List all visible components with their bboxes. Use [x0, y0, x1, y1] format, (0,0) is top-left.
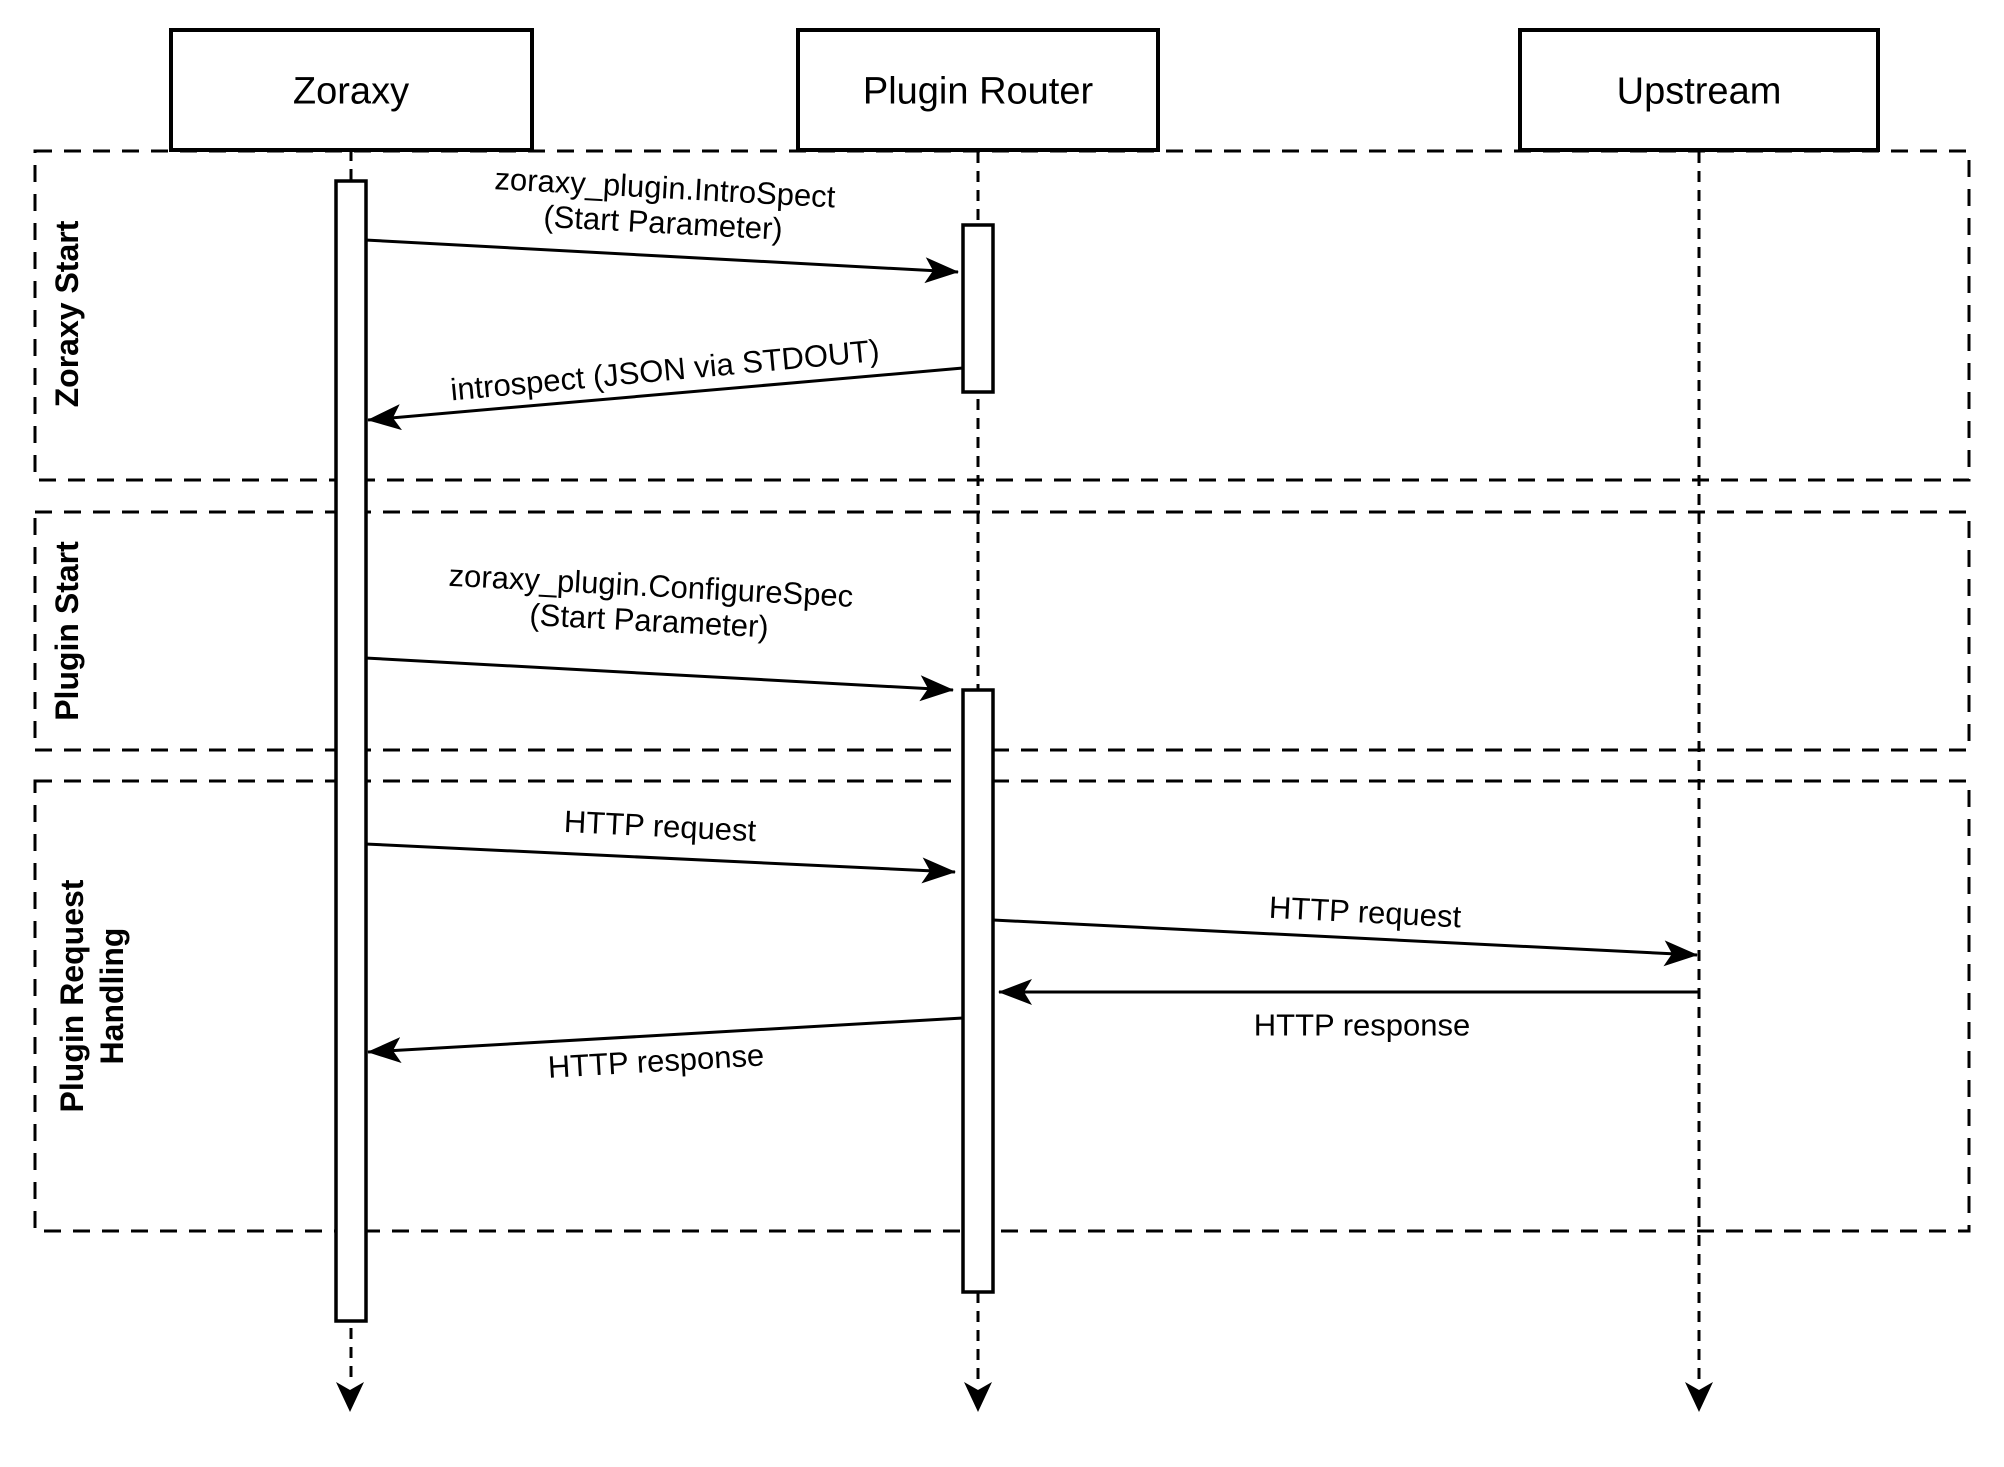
message-arrow-http-response-out	[367, 1016, 964, 1064]
frame-label-plugin-start: Plugin Start	[49, 541, 85, 721]
participant-label-plugin-router: Plugin Router	[862, 70, 1094, 113]
message-arrow-introspect-return	[367, 366, 964, 431]
participant-label-zoraxy: Zoraxy	[292, 70, 410, 113]
message-arrow-http-request-upstream	[992, 918, 1698, 967]
participant-box-plugin-router	[796, 28, 1160, 152]
participant-box-zoraxy	[169, 28, 534, 152]
activation-plugin-router-running	[961, 688, 995, 1294]
frame-label-plugin-request-handling: Plugin Request Handling	[54, 879, 130, 1113]
message-label-http-response-upstream: HTTP response	[1253, 1007, 1471, 1043]
participant-label-upstream: Upstream	[1616, 70, 1782, 113]
lifeline-end-arrow-icon	[1685, 1382, 1713, 1412]
frame-label-zoraxy-start: Zoraxy Start	[49, 220, 85, 408]
activation-zoraxy	[334, 179, 368, 1323]
frame-zoraxy-start-border	[33, 149, 1971, 482]
activation-plugin-router-introspect	[961, 223, 995, 394]
participant-box-upstream	[1518, 28, 1880, 152]
lifeline-end-arrow-icon	[336, 1382, 364, 1412]
message-arrow-introspect-call	[364, 238, 959, 284]
frame-plugin-request-handling-border	[33, 779, 1971, 1233]
message-arrow-http-request-in	[364, 842, 956, 884]
message-arrow-configurespec	[364, 656, 954, 702]
lifeline-end-arrow-icon	[964, 1382, 992, 1412]
frame-plugin-start-border	[33, 510, 1971, 752]
